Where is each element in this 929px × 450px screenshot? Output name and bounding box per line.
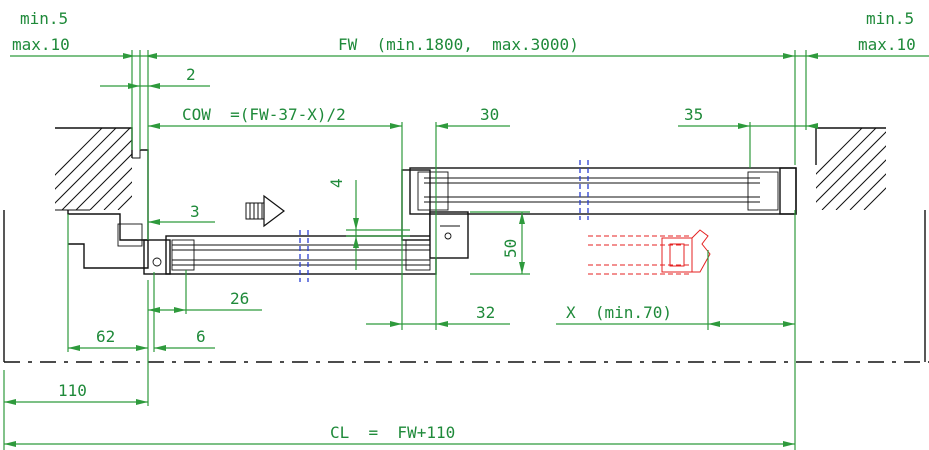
dim-30-label: 30 (480, 105, 499, 124)
right-wall (815, 127, 886, 210)
floor-outline (3, 209, 929, 363)
dim-6-label: 6 (196, 327, 206, 346)
open-position-ghost (588, 229, 711, 275)
dim-32-label: 32 (476, 303, 495, 322)
dim-62-label: 62 (96, 327, 115, 346)
dim-3-label: 3 (190, 202, 200, 221)
right-min-label: min.5 (866, 9, 914, 28)
right-fixed-panel (409, 160, 797, 220)
x-label: X (min.70) (566, 303, 672, 322)
dim-4-label: 4 (327, 178, 346, 188)
left-sliding-panel (165, 230, 437, 282)
fw-label: FW (min.1800, max.3000) (338, 35, 579, 54)
dim-2-label: 2 (186, 65, 196, 84)
dimension-labels: min.5 max.10 min.5 max.10 FW (min.1800, … (12, 9, 916, 442)
right-max-label: max.10 (858, 35, 916, 54)
left-max-label: max.10 (12, 35, 70, 54)
hatched-arrow-right-icon (245, 194, 285, 228)
left-frame-profile (67, 149, 171, 275)
cl-label: CL = FW+110 (330, 423, 455, 442)
left-wall-hatching (55, 128, 132, 210)
left-min-label: min.5 (20, 9, 68, 28)
cow-label: COW =(FW-37-X)/2 (182, 105, 346, 124)
dim-26-label: 26 (230, 289, 249, 308)
dim-110-label: 110 (58, 381, 87, 400)
dim-35-label: 35 (684, 105, 703, 124)
dimension-lines (3, 50, 929, 450)
dim-50-label: 50 (501, 239, 520, 258)
left-wall (55, 127, 133, 210)
right-wall-hatching (816, 128, 886, 210)
